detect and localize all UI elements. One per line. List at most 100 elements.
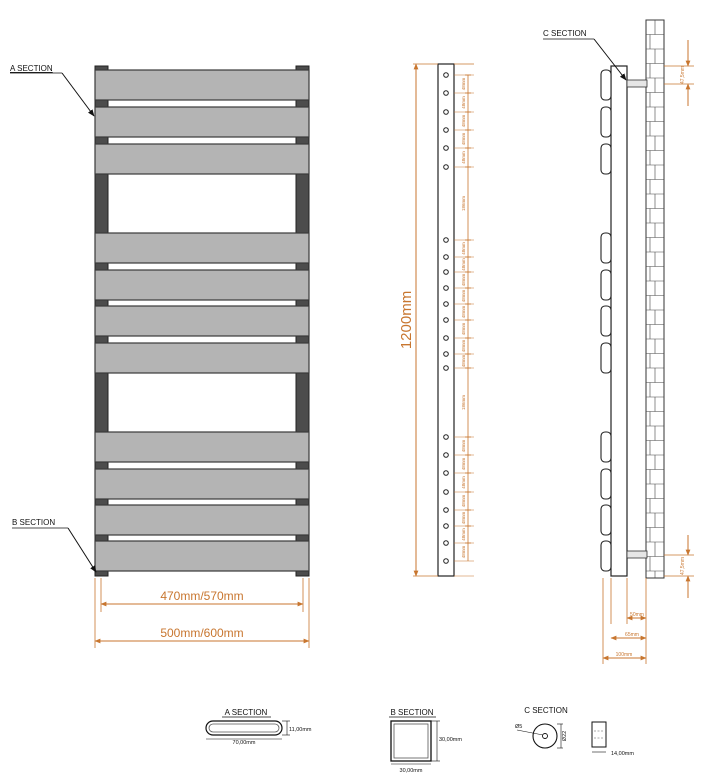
spacing-label: 48mm xyxy=(461,458,466,471)
flat-panels xyxy=(94,69,310,572)
bottom-wall-bracket xyxy=(626,550,648,559)
fixing-points xyxy=(443,72,449,564)
section-c-depth-label: 14,00mm xyxy=(611,751,634,757)
spacing-label: 48mm xyxy=(461,355,466,368)
spacing-label: 48mm xyxy=(461,512,466,525)
spacing-label: 48mm xyxy=(461,546,466,559)
callout-c-leader xyxy=(593,38,627,81)
spacing-label: 48mm xyxy=(461,440,466,453)
fixing-point xyxy=(443,301,449,307)
fixing-point xyxy=(443,254,449,260)
profile-panel xyxy=(600,106,612,138)
callout-c-label: C SECTION xyxy=(543,29,587,38)
spacing-label: 48mm xyxy=(461,495,466,508)
callout-b-leader xyxy=(67,527,97,573)
fixing-point xyxy=(443,317,449,323)
front-view: A SECTION B SECTION 470mm/570mm 500mm/60… xyxy=(10,64,310,648)
flat-panel xyxy=(94,431,310,463)
section-c-detail: C SECTION Ø5 Ø22 14,00mm xyxy=(515,706,634,757)
fixing-point xyxy=(443,351,449,357)
section-a-width-label: 70,00mm xyxy=(233,740,256,746)
profile-panel xyxy=(600,468,612,500)
flat-panel xyxy=(94,143,310,175)
section-c-diameter-label: Ø22 xyxy=(562,731,568,741)
inner-width-label: 470mm/570mm xyxy=(160,589,243,603)
flat-panel xyxy=(94,342,310,374)
fixing-point xyxy=(443,540,449,546)
section-a-outer-profile xyxy=(205,720,283,736)
spacing-label: 48mm xyxy=(461,323,466,336)
fixing-point xyxy=(443,285,449,291)
fixing-point xyxy=(443,237,449,243)
callout-a-leader xyxy=(61,72,95,117)
profile-panel xyxy=(600,431,612,463)
section-a-inner-profile xyxy=(208,723,280,733)
spacing-label: 48mm xyxy=(461,476,466,489)
callout-b-label: B SECTION xyxy=(12,518,55,527)
spacing-label: 48mm xyxy=(461,242,466,255)
height-label: 1200mm xyxy=(398,291,415,349)
flat-panel xyxy=(94,305,310,337)
flat-panel xyxy=(94,69,310,101)
side-view: 48mm 48mm 48mm 48mm 48mm 186mm 48mm 48mm 48mm 48m… xyxy=(398,63,474,577)
section-b-height-label: 30,00mm xyxy=(439,737,462,743)
section-b-inner-profile xyxy=(393,723,429,759)
fixing-point xyxy=(443,90,449,96)
spacing-label: 186mm xyxy=(461,196,466,211)
callout-a-label: A SECTION xyxy=(10,64,53,73)
fixing-point xyxy=(443,434,449,440)
section-c-side-block xyxy=(591,721,607,748)
profile-panel xyxy=(600,540,612,572)
fixing-point xyxy=(443,558,449,564)
profile-panel xyxy=(600,504,612,536)
profile-panel xyxy=(600,143,612,175)
flat-panel xyxy=(94,106,310,138)
profile-panel xyxy=(600,69,612,101)
section-c-hole xyxy=(542,733,548,739)
depth-c-label: 100mm xyxy=(616,652,633,658)
spacing-label: 48mm xyxy=(461,306,466,319)
fixing-point xyxy=(443,127,449,133)
section-b-outer-profile xyxy=(390,720,432,762)
section-c-hole-label: Ø5 xyxy=(515,724,522,730)
fixing-point xyxy=(443,365,449,371)
fixing-point xyxy=(443,335,449,341)
fixing-point xyxy=(443,470,449,476)
outer-width-label: 500mm/600mm xyxy=(160,626,243,640)
top-offset-label: 47,5mm xyxy=(680,66,686,84)
fixing-point xyxy=(443,452,449,458)
fixing-point xyxy=(443,523,449,529)
fixing-point xyxy=(443,109,449,115)
spacing-label: 48mm xyxy=(461,133,466,146)
depth-b-label: 65mm xyxy=(625,632,639,638)
fixing-point xyxy=(443,145,449,151)
section-a-height-label: 11,00mm xyxy=(289,727,312,733)
flat-panel xyxy=(94,232,310,264)
section-b-detail: B SECTION 30,00mm 30,00mm xyxy=(389,708,462,774)
flat-panel xyxy=(94,269,310,301)
profile-panel xyxy=(600,342,612,374)
spacing-label: 48mm xyxy=(461,290,466,303)
spacing-label: 48mm xyxy=(461,96,466,109)
spacing-label: 48mm xyxy=(461,115,466,128)
spacing-label: 186mm xyxy=(461,395,466,410)
section-c-hole-leader xyxy=(516,729,544,736)
spacing-label: 48mm xyxy=(461,258,466,271)
flat-panel xyxy=(94,540,310,572)
side-spacing-dimensions: 48mm 48mm 48mm 48mm 48mm 186mm 48mm 48mm 48mm 48m… xyxy=(454,74,474,577)
spacing-label: 48mm xyxy=(461,274,466,287)
fixing-point xyxy=(443,507,449,513)
profile-panel xyxy=(600,305,612,337)
profile-vertical-rail xyxy=(610,65,628,577)
section-b-width-label: 30,00mm xyxy=(400,768,423,774)
fixing-point xyxy=(443,72,449,78)
fixing-point xyxy=(443,164,449,170)
top-wall-bracket xyxy=(626,79,648,88)
section-b-title: B SECTION xyxy=(390,708,433,717)
spacing-label: 48mm xyxy=(461,78,466,91)
fixing-point xyxy=(443,489,449,495)
fixing-point xyxy=(443,269,449,275)
section-a-detail: A SECTION 11,00mm 70,00mm xyxy=(205,708,312,746)
spacing-label: 48mm xyxy=(461,340,466,353)
